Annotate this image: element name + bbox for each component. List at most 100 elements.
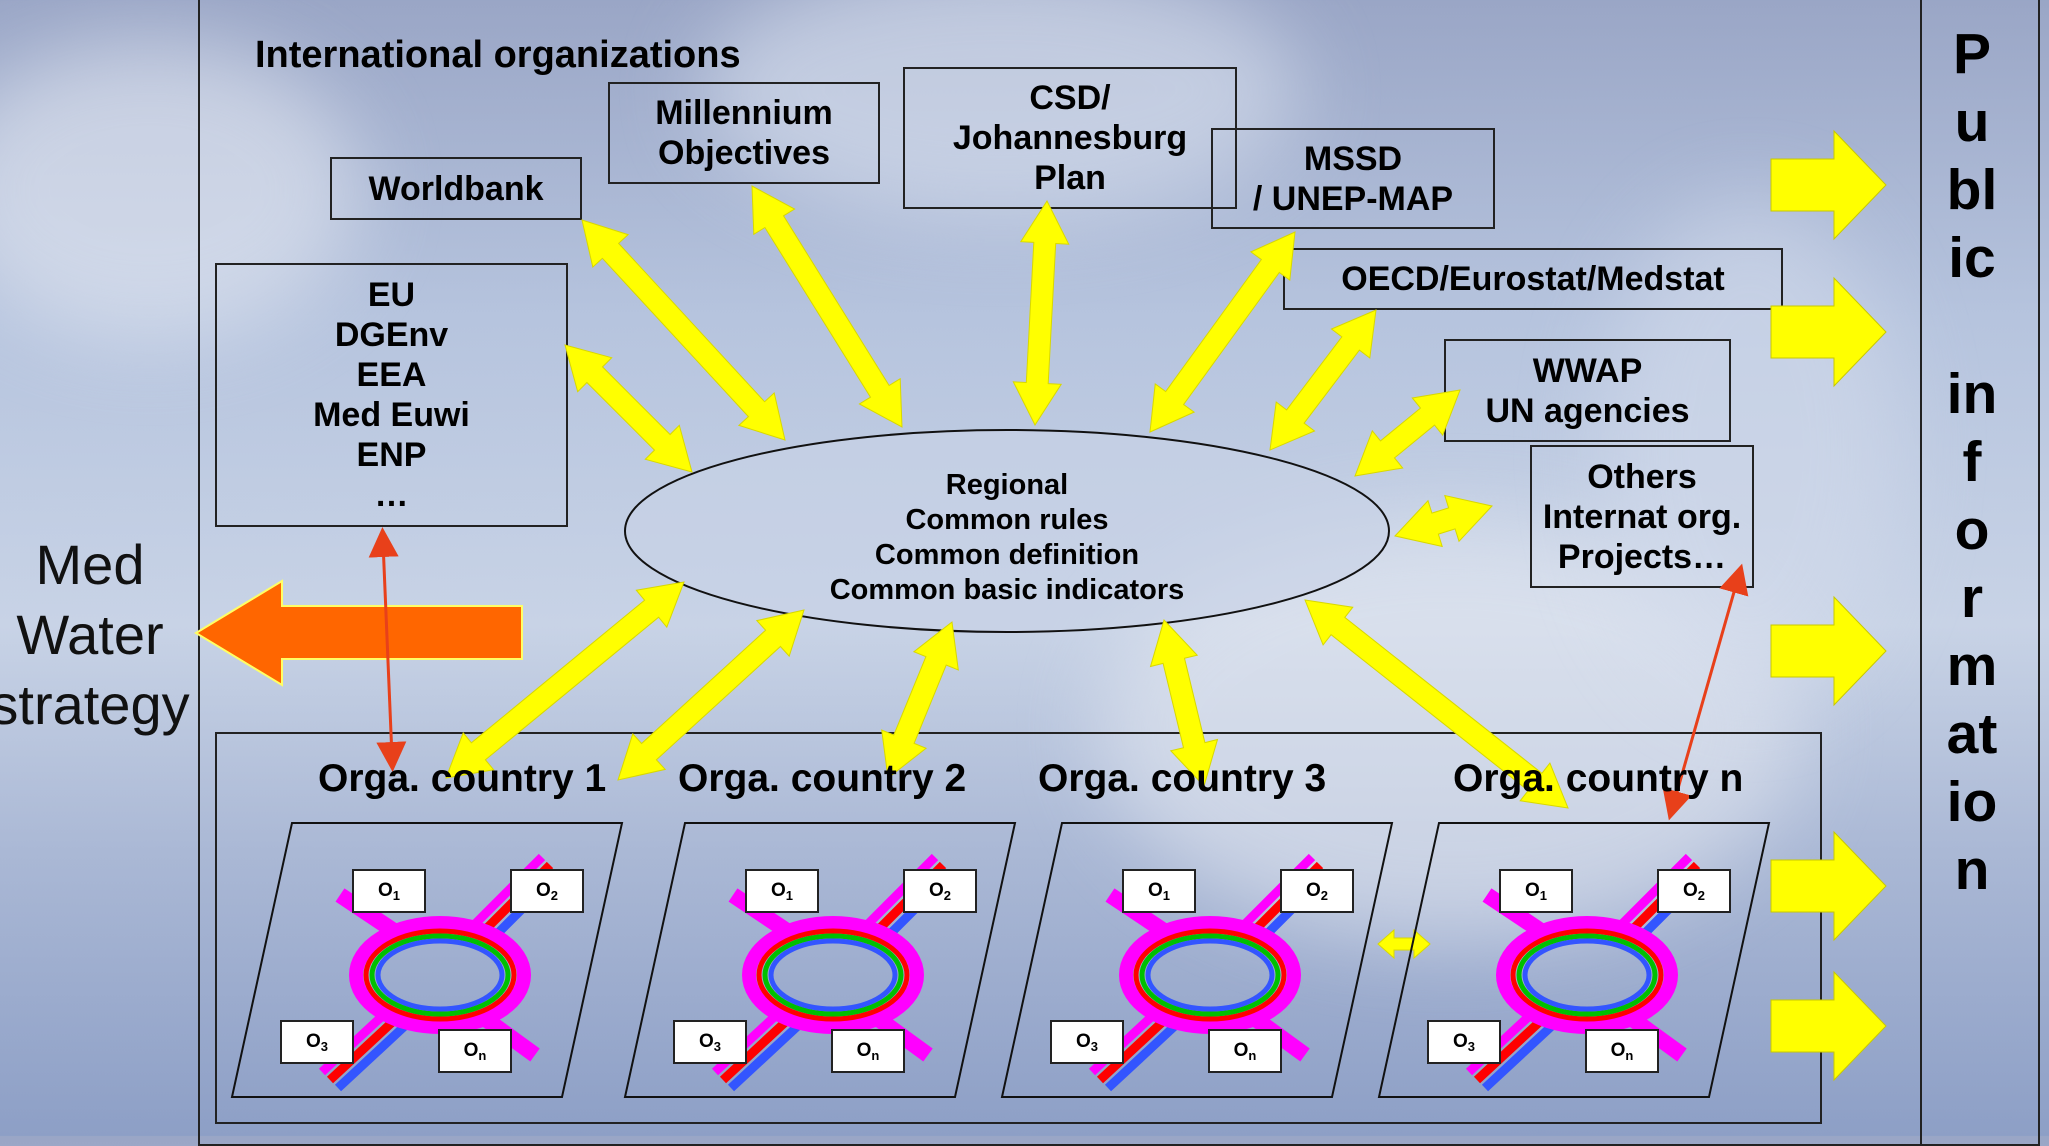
- eu-line-2: DGEnv: [334, 316, 449, 354]
- org-node-subscript: 2: [550, 887, 558, 903]
- country-label-1: Orga. country 1: [318, 757, 607, 800]
- csd-line-3: Plan: [1034, 159, 1106, 197]
- others-box: Others Internat org. Projects…: [1530, 445, 1754, 588]
- eu-line-1: EU: [367, 276, 416, 314]
- wwap-line-1: WWAP: [1532, 351, 1643, 390]
- country-label-2: Orga. country 2: [678, 757, 967, 800]
- center-line-1: Regional: [945, 469, 1069, 501]
- country1-arrow-a: [445, 581, 685, 779]
- med-water-strategy-arrow: [194, 579, 523, 687]
- public-info-arrow-1: [1770, 129, 1887, 241]
- org-node-subscript: 1: [392, 887, 400, 903]
- oecd-arrow: [1269, 309, 1377, 451]
- center-line-3: Common definition: [874, 539, 1140, 571]
- public-info-arrow-5: [1770, 970, 1887, 1082]
- org-node-subscript: 3: [1467, 1038, 1475, 1054]
- international-organizations-label: International organizations: [255, 34, 741, 76]
- country3-countryn-arrow: [1377, 928, 1431, 960]
- csd-line-1: CSD/: [1029, 79, 1111, 117]
- pi-2: bl: [1946, 158, 1998, 222]
- pi-5: in: [1946, 362, 1998, 426]
- regional-ellipse: [624, 429, 1390, 633]
- org-node-subscript: 2: [1697, 887, 1705, 903]
- countryn-arrow: [1304, 599, 1569, 809]
- others-countryn-link: [1662, 563, 1749, 821]
- org-node-subscript: 2: [943, 887, 951, 903]
- country2-arrow: [881, 621, 959, 779]
- wwap-line-2: UN agencies: [1485, 391, 1690, 430]
- mssd-line-1: MSSD: [1303, 139, 1403, 178]
- org-node-subscript: 3: [320, 1038, 328, 1054]
- org-node-subscript: n: [1248, 1047, 1257, 1063]
- pi-12: n: [1954, 838, 1990, 902]
- org-node-subscript: 3: [713, 1038, 721, 1054]
- csd-box: CSD/ Johannesburg Plan: [903, 67, 1237, 209]
- org-node-subscript: n: [871, 1047, 880, 1063]
- country-label-n: Orga. country n: [1453, 757, 1744, 800]
- mws-line-3: strategy: [0, 673, 190, 736]
- others-line-1: Others: [1587, 457, 1697, 496]
- pi-11: io: [1946, 770, 1998, 834]
- wwap-arrow: [1354, 389, 1461, 477]
- millennium-arrow: [751, 185, 903, 428]
- org-node-subscript: 2: [1320, 887, 1328, 903]
- center-line-4: Common basic indicators: [829, 574, 1185, 606]
- eu-line-4: Med Euwi: [313, 396, 470, 434]
- country-label-3: Orga. country 3: [1038, 757, 1327, 800]
- csd-arrow: [1012, 199, 1070, 427]
- pi-8: r: [1960, 566, 1984, 630]
- mssd-arrow: [1149, 231, 1296, 433]
- others-arrow: [1394, 494, 1493, 548]
- others-line-2: Internat org.: [1542, 497, 1742, 536]
- millennium-line-2: Objectives: [658, 134, 830, 172]
- eu-line-6: …: [374, 476, 409, 514]
- public-information-title: P u bl ic in f o r m at io n: [1920, 0, 2024, 1136]
- worldbank-label: Worldbank: [368, 169, 544, 208]
- background-cloud: [0, 40, 360, 340]
- eu-country1-link: [368, 527, 407, 772]
- pi-1: u: [1954, 90, 1990, 154]
- org-node-subscript: n: [1625, 1047, 1634, 1063]
- worldbank-box: Worldbank: [330, 157, 582, 220]
- org-node-subscript: 1: [785, 887, 793, 903]
- pi-10: at: [1946, 702, 1998, 766]
- org-node-subscript: 3: [1090, 1038, 1098, 1054]
- pi-7: o: [1954, 498, 1990, 562]
- eu-line-3: EEA: [356, 356, 427, 394]
- mssd-line-2: / UNEP-MAP: [1252, 179, 1454, 218]
- pi-9: m: [1946, 634, 1998, 698]
- millennium-line-1: Millennium: [655, 94, 833, 132]
- center-line-2: Common rules: [905, 504, 1109, 536]
- org-node-subscript: 1: [1539, 887, 1547, 903]
- mssd-box: MSSD / UNEP-MAP: [1211, 128, 1495, 229]
- countries-frame: [215, 732, 1822, 1124]
- csd-line-2: Johannesburg: [952, 119, 1188, 157]
- med-water-strategy-label: Med Water strategy: [0, 530, 220, 740]
- mws-line-2: Water: [16, 603, 164, 666]
- eu-line-5: ENP: [356, 436, 427, 474]
- oecd-box: OECD/Eurostat/Medstat: [1283, 248, 1783, 310]
- public-info-arrow-3: [1770, 595, 1887, 707]
- pi-0: P: [1952, 22, 1992, 86]
- country1-arrow-b: [617, 609, 805, 781]
- pi-3: ic: [1948, 226, 1996, 290]
- millennium-box: Millennium Objectives: [608, 82, 880, 184]
- wwap-box: WWAP UN agencies: [1444, 339, 1731, 442]
- public-info-arrow-2: [1770, 276, 1887, 388]
